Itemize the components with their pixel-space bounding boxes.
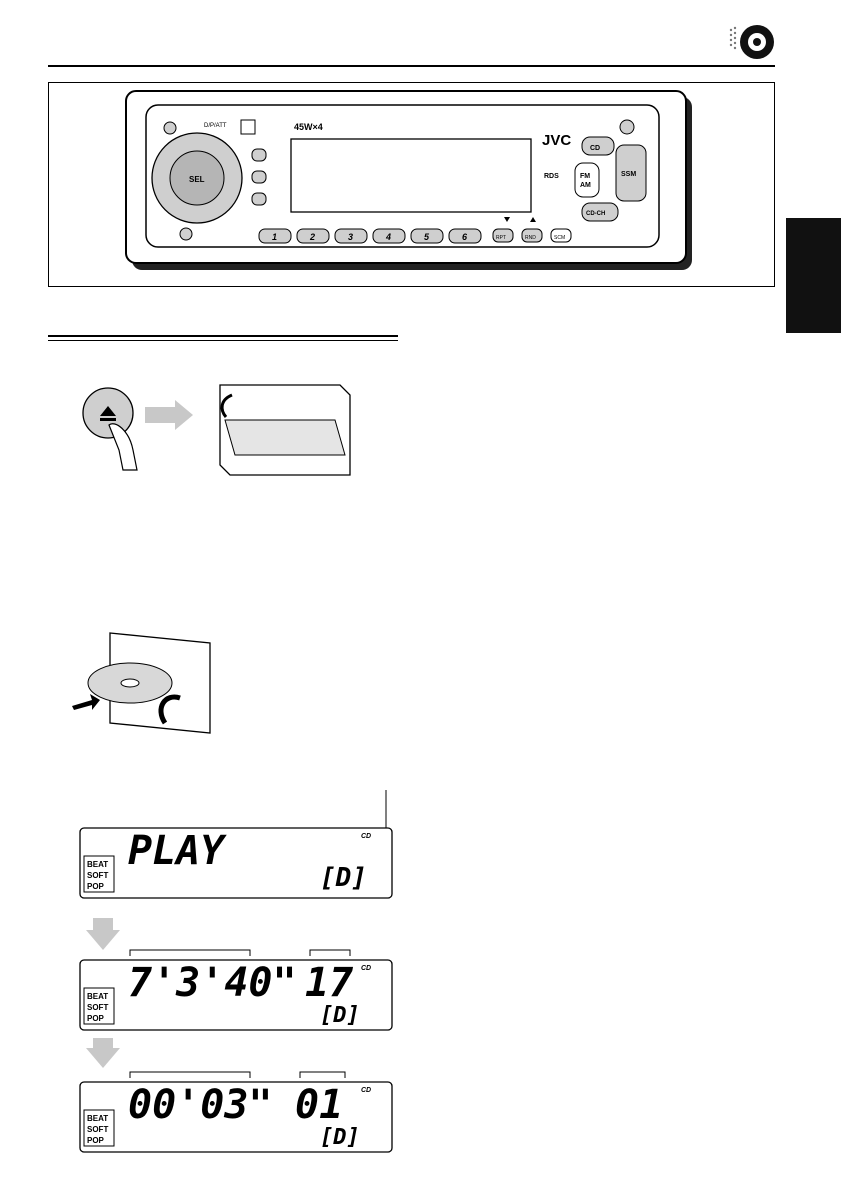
preset-label: 4: [385, 232, 391, 242]
language-tab: [786, 218, 841, 333]
cd-indicator: CD: [361, 965, 371, 972]
cdch-label: CD-CH: [586, 211, 605, 217]
am-label: AM: [580, 182, 591, 189]
svg-text:SOFT: SOFT: [87, 1125, 108, 1134]
arrow-insert-icon: [72, 694, 100, 710]
lcd-display-2: 7'3'40" 17 [D] CD BEAT SOFT POP: [80, 950, 392, 1030]
cd-indicator: CD: [361, 833, 371, 840]
arrow-down-icon: [86, 918, 120, 950]
display-right-text: [D]: [320, 863, 367, 893]
arrow-down-icon: [86, 1038, 120, 1068]
brand-logo: JVC: [542, 132, 571, 149]
svg-text:BEAT: BEAT: [87, 860, 108, 869]
cd-disc-icon: [726, 22, 776, 62]
header-rule: [48, 65, 775, 67]
arrow-right-icon: [145, 400, 193, 430]
svg-text:SOFT: SOFT: [87, 871, 108, 880]
eq-labels: BEAT SOFT POP: [84, 856, 114, 892]
eq-labels: BEAT SOFT POP: [84, 988, 114, 1024]
eq-labels: BEAT SOFT POP: [84, 1110, 114, 1146]
scm-label: SCM: [554, 235, 565, 241]
svg-text:BEAT: BEAT: [87, 1114, 108, 1123]
preset-label: 3: [348, 232, 353, 242]
rds-label: RDS: [544, 173, 559, 180]
cd-button-label: CD: [590, 145, 600, 152]
section-rule: [48, 335, 398, 337]
finger-icon: [109, 424, 137, 470]
lcd-display-1: PLAY [D] CD BEAT SOFT POP: [80, 828, 392, 898]
sel-label: SEL: [189, 175, 205, 184]
insert-disc-illustration: [70, 628, 220, 740]
cd-indicator: CD: [361, 1087, 371, 1094]
display-sub-text: [D]: [320, 1125, 360, 1150]
rpt-label: RPT: [496, 235, 506, 241]
att-label: D/P/ATT: [204, 123, 227, 129]
display-main-text: 7'3'40": [128, 960, 297, 1006]
fm-label: FM: [580, 173, 590, 180]
display-sub-text: [D]: [320, 1003, 360, 1028]
preset-label: 1: [272, 232, 277, 242]
display-main-text: PLAY: [128, 828, 227, 874]
svg-text:POP: POP: [87, 1136, 105, 1145]
svg-text:BEAT: BEAT: [87, 992, 108, 1001]
preset-label: 2: [309, 232, 315, 242]
svg-text:POP: POP: [87, 882, 105, 891]
power-label: 45W×4: [294, 122, 323, 132]
rnd-label: RND: [525, 235, 536, 241]
lcd-display-3: 00'03" 01 [D] CD BEAT SOFT POP: [80, 1072, 392, 1152]
display-right-text: 01: [295, 1082, 343, 1128]
eject-illustration: [75, 370, 365, 485]
ssm-label: SSM: [621, 171, 636, 178]
panel-open-icon: [220, 385, 350, 475]
svg-text:POP: POP: [87, 1014, 105, 1023]
svg-text:SOFT: SOFT: [87, 1003, 108, 1012]
display-right-text: 17: [305, 960, 353, 1006]
display-sequence: PLAY [D] CD BEAT SOFT POP 7'3'40" 17 [D]…: [75, 790, 405, 1160]
display-main-text: 00'03": [128, 1082, 273, 1128]
